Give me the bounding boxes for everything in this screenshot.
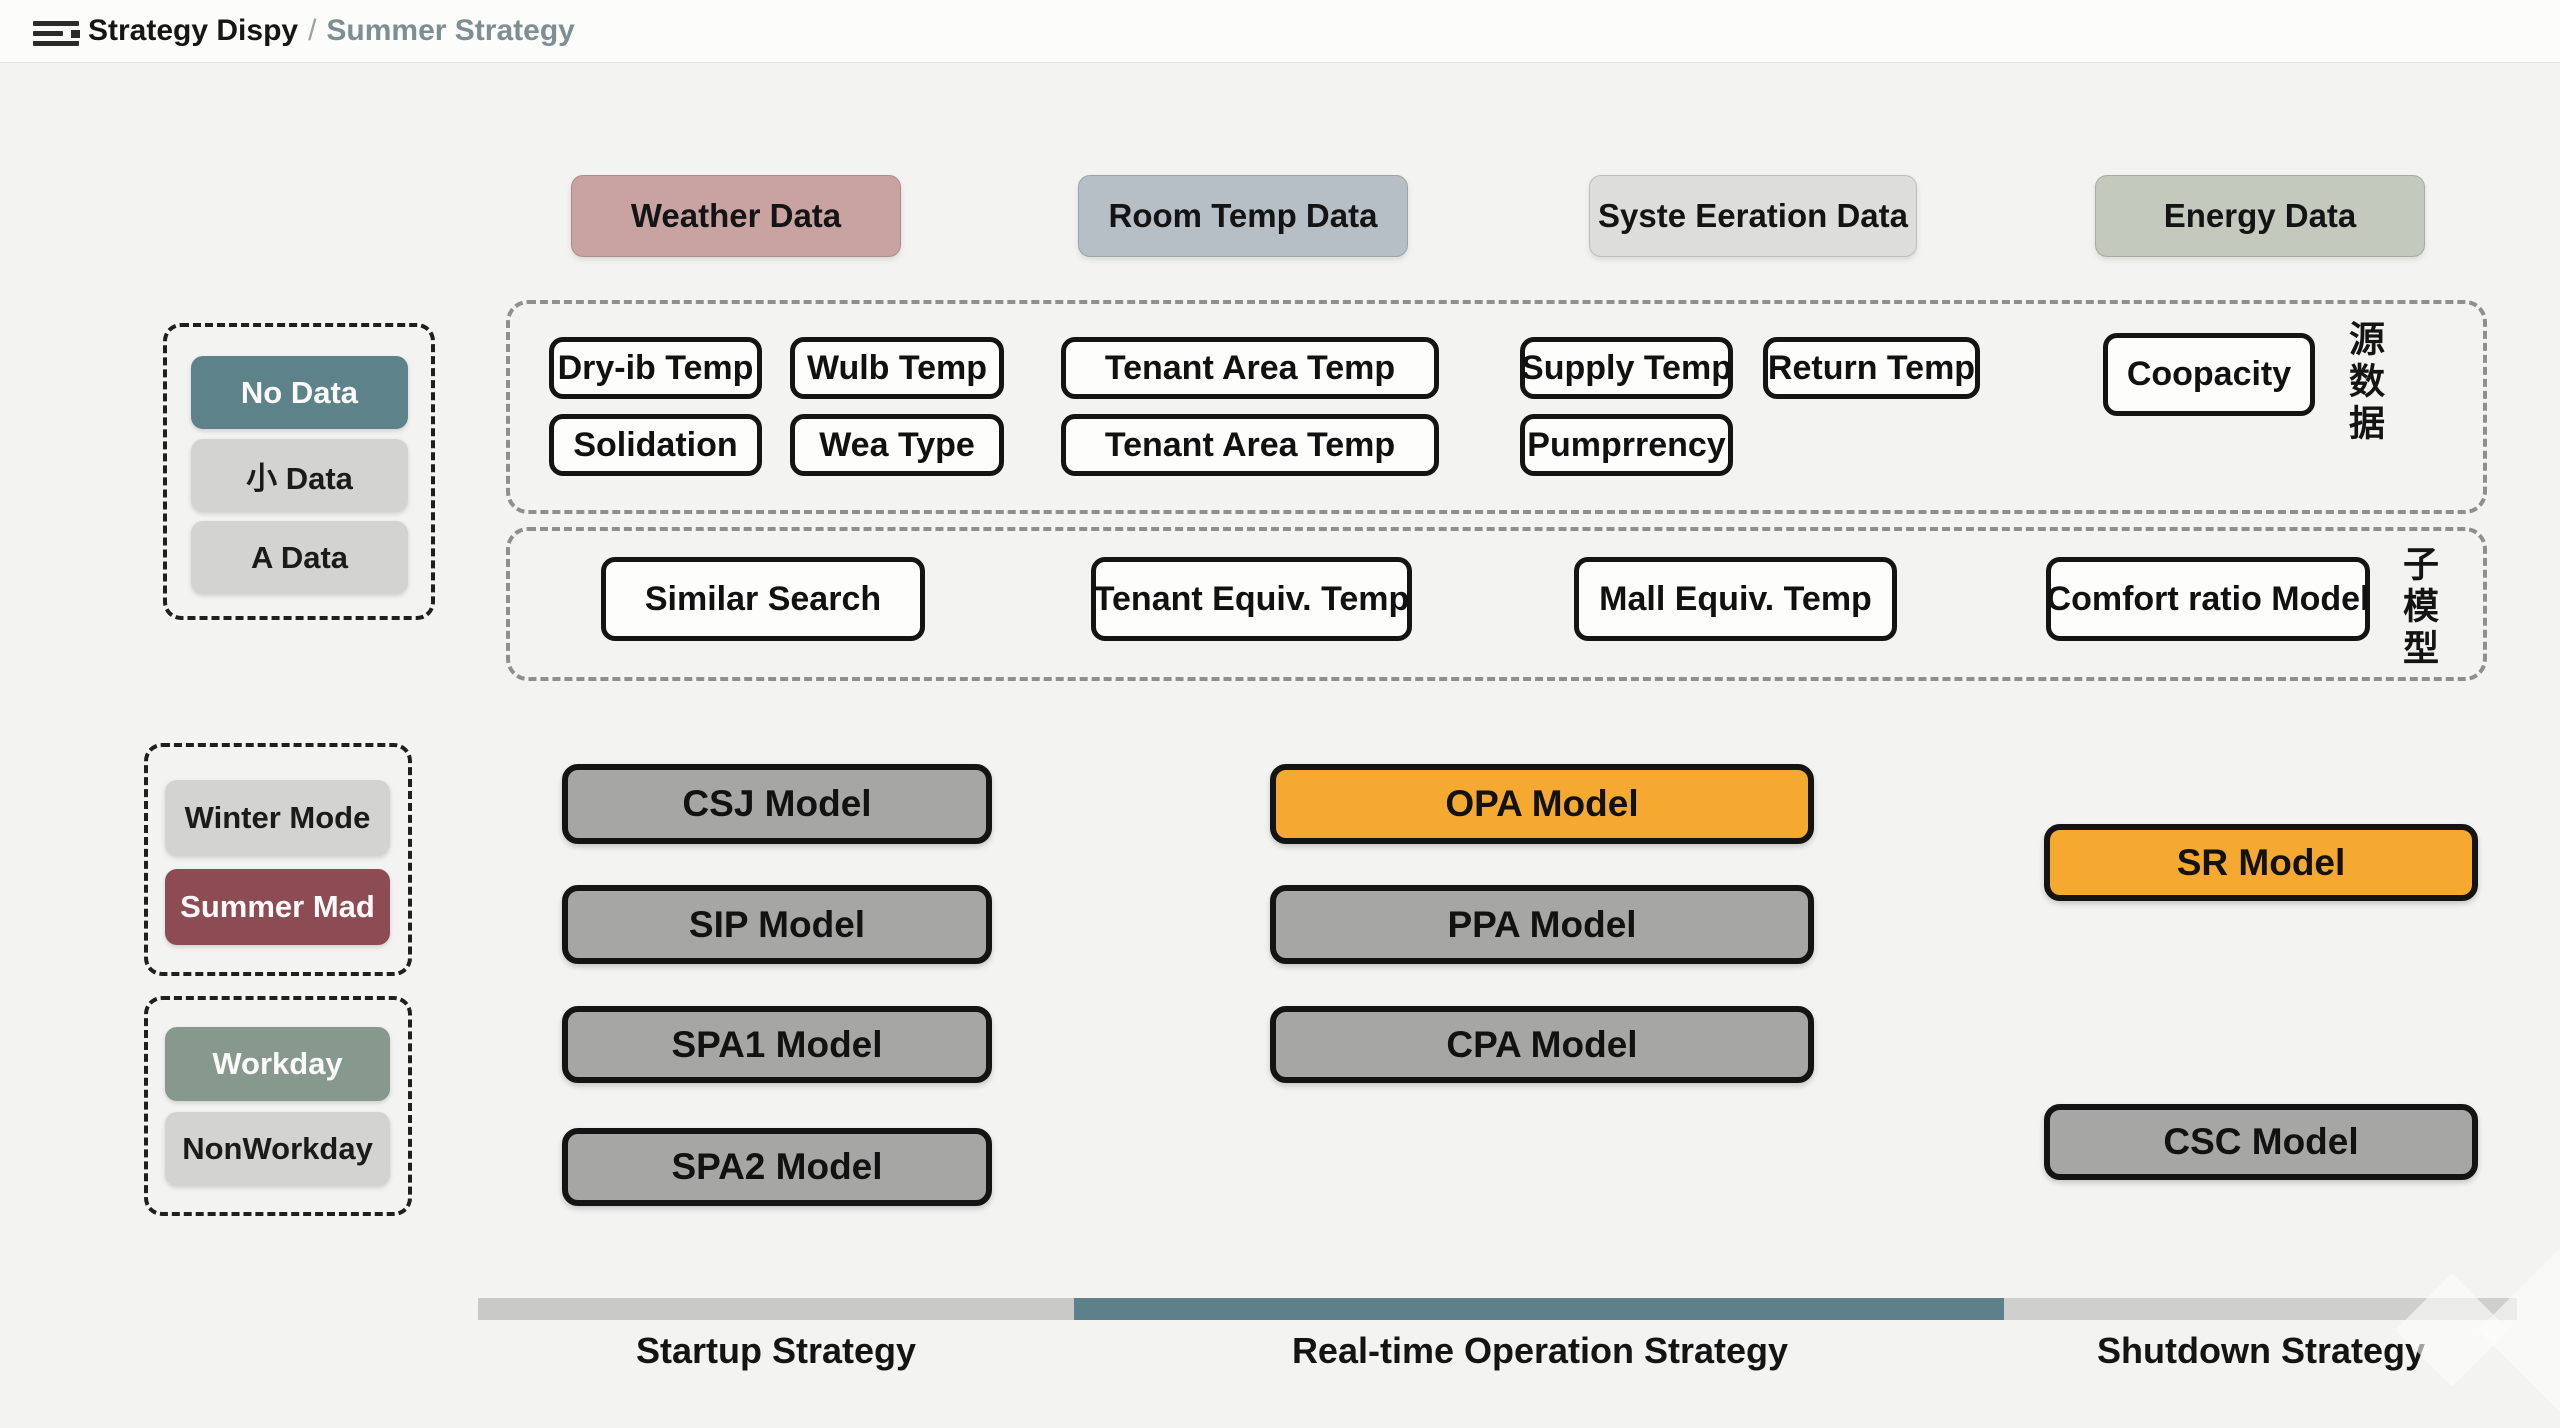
label-realtime-operation-strategy: Real-time Operation Strategy <box>1291 1330 1789 1371</box>
menu-icon[interactable] <box>33 21 81 47</box>
submodel-vertical-label: 子模型 <box>2398 545 2439 671</box>
node-weather-type[interactable]: Wea Type <box>790 414 1004 476</box>
breadcrumb-current: Summer Strategy <box>326 14 575 47</box>
node-comfort-ratio-model[interactable]: Comfort ratio Model <box>2046 557 2370 641</box>
phase-bar-startup-segment <box>478 1298 1074 1320</box>
node-tenant-area-temp-1[interactable]: Tenant Area Temp <box>1061 337 1439 399</box>
model-opa-active[interactable]: OPA Model <box>1270 764 1814 844</box>
breadcrumb: Strategy Dispy / Summer Strategy <box>88 12 575 50</box>
chip-nonworkday[interactable]: NonWorkday <box>165 1112 390 1186</box>
topbar: Strategy Dispy / Summer Strategy <box>0 0 2560 63</box>
breadcrumb-separator: / <box>308 14 317 47</box>
source-data-vertical-label: 源数据 <box>2344 320 2385 446</box>
label-startup-strategy: Startup Strategy <box>635 1330 917 1371</box>
model-sip[interactable]: SIP Model <box>562 885 992 964</box>
submodel-container <box>506 527 2487 681</box>
label-shutdown-strategy: Shutdown Strategy <box>2096 1330 2426 1371</box>
node-wet-bulb-temp[interactable]: Wulb Temp <box>790 337 1004 399</box>
node-return-temp[interactable]: Return Temp <box>1763 337 1980 399</box>
model-spa2[interactable]: SPA2 Model <box>562 1128 992 1206</box>
chip-a-data[interactable]: A Data <box>191 521 408 594</box>
data-availability-group <box>163 323 435 620</box>
model-cpa[interactable]: CPA Model <box>1270 1006 1814 1083</box>
node-dry-bulb-temp[interactable]: Dry-ib Temp <box>549 337 762 399</box>
node-pump-frequency[interactable]: Pumprrency <box>1520 414 1733 476</box>
node-capacity[interactable]: Coopacity <box>2103 333 2315 416</box>
workday-group <box>144 996 412 1216</box>
model-ppa[interactable]: PPA Model <box>1270 885 1814 964</box>
page-nav-watermark-edge <box>2478 1238 2560 1422</box>
node-supply-temp[interactable]: Supply Temp <box>1520 337 1733 399</box>
chip-workday[interactable]: Workday <box>165 1027 390 1101</box>
chip-winter-mode[interactable]: Winter Mode <box>165 780 390 856</box>
header-energy-data[interactable]: Energy Data <box>2095 175 2425 257</box>
phase-bar-shutdown-segment <box>2004 1298 2517 1320</box>
chip-no-data[interactable]: No Data <box>191 356 408 429</box>
chip-summer-mode[interactable]: Summer Mad <box>165 869 390 945</box>
header-weather-data[interactable]: Weather Data <box>571 175 901 257</box>
source-data-container <box>506 300 2487 514</box>
season-mode-group <box>144 743 412 976</box>
header-room-temp-data[interactable]: Room Temp Data <box>1078 175 1408 257</box>
node-tenant-equiv-temp[interactable]: Tenant Equiv. Temp <box>1091 557 1412 641</box>
phase-bar-realtime-segment <box>1074 1298 2004 1320</box>
model-csj[interactable]: CSJ Model <box>562 764 992 844</box>
model-sr-active[interactable]: SR Model <box>2044 824 2478 901</box>
chip-small-data[interactable]: 小 Data <box>191 439 408 512</box>
node-tenant-area-temp-2[interactable]: Tenant Area Temp <box>1061 414 1439 476</box>
model-spa1[interactable]: SPA1 Model <box>562 1006 992 1083</box>
model-csc[interactable]: CSC Model <box>2044 1104 2478 1180</box>
node-mall-equiv-temp[interactable]: Mall Equiv. Temp <box>1574 557 1897 641</box>
node-similar-search[interactable]: Similar Search <box>601 557 925 641</box>
header-system-operation-data[interactable]: Syste Eeration Data <box>1589 175 1917 257</box>
breadcrumb-root[interactable]: Strategy Dispy <box>88 14 299 47</box>
node-solar-radiation[interactable]: Solidation <box>549 414 762 476</box>
